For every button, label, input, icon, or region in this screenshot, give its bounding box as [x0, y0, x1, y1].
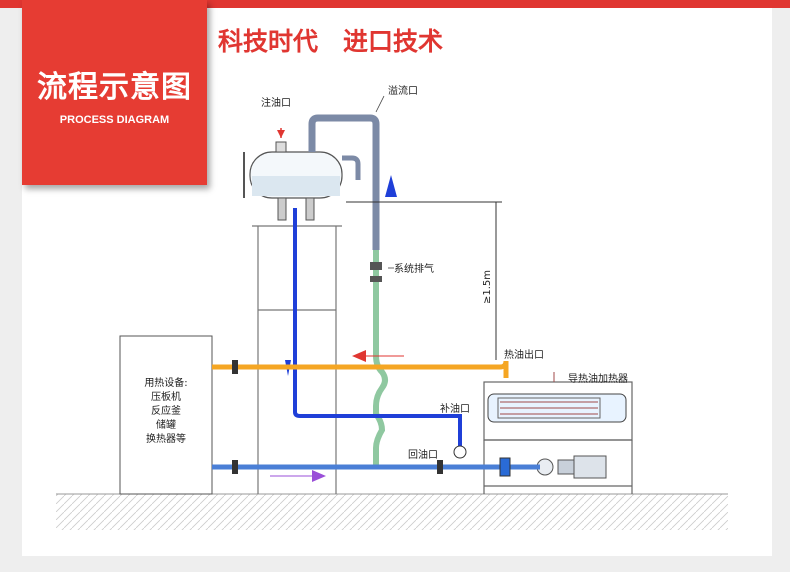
return-valve-1 [232, 460, 238, 474]
vent-pipe [373, 250, 388, 466]
tank-side-pipe [342, 155, 361, 180]
vent-valve [370, 262, 382, 270]
heater-tubes [497, 397, 601, 419]
hot-oil-direction-arrow [352, 350, 366, 362]
expansion-tank [243, 141, 343, 221]
page-title: 流程示意图 [37, 70, 192, 105]
equipment-item: 反应釜 [151, 404, 181, 417]
heat-equipment-box [119, 335, 213, 495]
top-accent-bar [0, 0, 790, 8]
flow-arrow-up [385, 175, 397, 197]
return-direction-arrow [312, 470, 326, 482]
page-subtitle: PROCESS DIAGRAM [59, 114, 170, 126]
makeup-port-label: 补油口 [440, 402, 470, 415]
vent-flange [370, 276, 382, 282]
overflow-leader [375, 95, 385, 113]
return-filter [499, 457, 511, 477]
equipment-item: 换热器等 [146, 432, 186, 445]
equipment-title: 用热设备: [144, 376, 187, 389]
height-dimension [346, 201, 502, 360]
system-vent-label: 系统排气 [394, 262, 434, 275]
fill-port-arrowhead [277, 130, 285, 138]
return-port-label: 回油口 [408, 448, 438, 461]
hot-oil-outlet-label: 热油出口 [504, 348, 544, 361]
makeup-pipe [293, 411, 462, 450]
heater-label: 导热油加热器 [568, 372, 628, 385]
makeup-valve [453, 445, 467, 459]
fill-port-label: 注油口 [261, 96, 291, 109]
title-badge: 流程示意图 PROCESS DIAGRAM [22, 0, 207, 185]
equipment-item: 压板机 [151, 390, 181, 403]
overflow-pipe [308, 114, 380, 250]
equipment-item: 储罐 [156, 418, 176, 431]
return-valve-2 [437, 460, 443, 474]
circulation-pump [536, 455, 607, 479]
slogan: 科技时代 进口技术 [218, 27, 444, 56]
overflow-port-label: 溢流口 [388, 84, 418, 97]
height-note-label: ≥1.5m [482, 270, 493, 304]
hot-oil-valve [232, 360, 238, 374]
hot-oil-pipe [212, 360, 509, 378]
ground-hatch [56, 494, 728, 530]
